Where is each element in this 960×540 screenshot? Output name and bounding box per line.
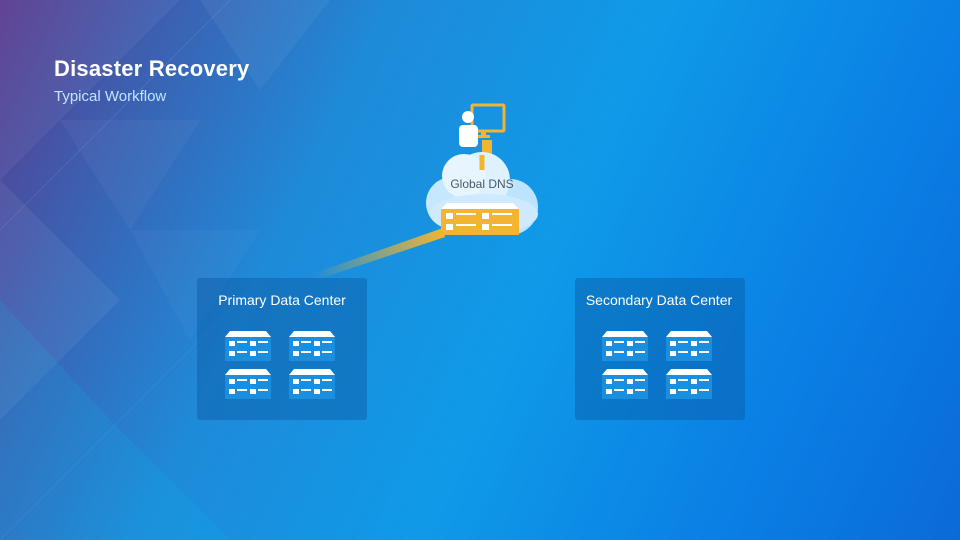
gold-server-icon: [441, 203, 519, 235]
connection-link: [312, 228, 445, 280]
server-icon: [666, 369, 712, 399]
primary-data-center-label: Primary Data Center: [218, 292, 346, 308]
server-icon: [225, 369, 271, 399]
slide-title: Disaster Recovery: [54, 56, 250, 81]
server-icon: [289, 369, 335, 399]
slide-subtitle: Typical Workflow: [54, 88, 167, 105]
secondary-data-center-label: Secondary Data Center: [585, 292, 733, 308]
server-icon: [225, 331, 271, 361]
server-icon: [602, 369, 648, 399]
server-icon: [602, 331, 648, 361]
server-icon: [289, 331, 335, 361]
admin-at-monitor-icon: [459, 103, 506, 158]
server-icon: [666, 331, 712, 361]
global-dns-label: Global DNS: [450, 177, 514, 191]
